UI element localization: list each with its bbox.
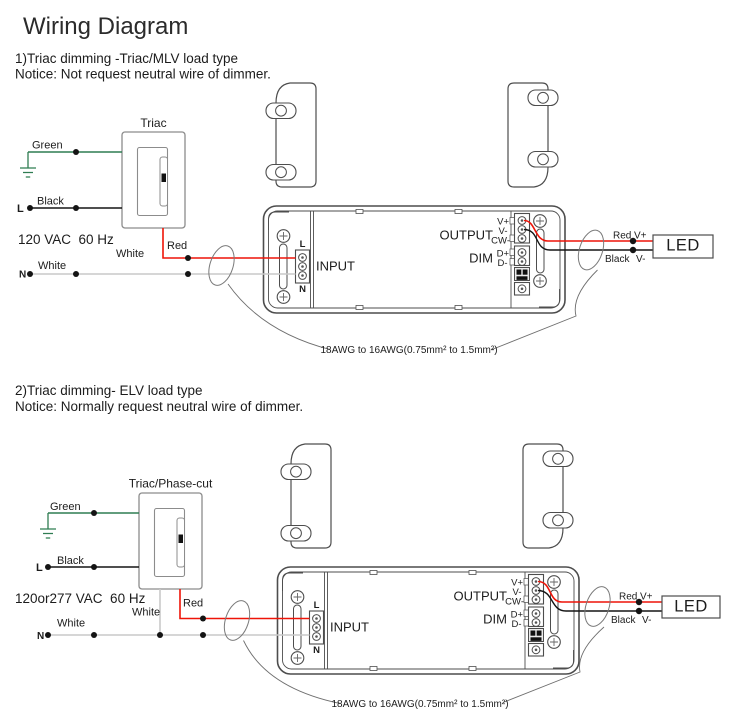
terminal-v-minus: V- — [499, 226, 508, 237]
supply-rating-label: 120 VAC 60 Hz — [18, 232, 114, 247]
cable-clamp-ellipse — [579, 582, 616, 631]
driver-input-n: N — [313, 645, 320, 656]
driver-dim-label: DIM — [469, 251, 493, 266]
led-v-minus-label: V- — [642, 615, 651, 626]
red-wire-label: Red — [183, 598, 203, 610]
red-led-wire — [537, 580, 662, 603]
terminal-v-minus: V- — [513, 587, 522, 598]
diagram2-labels: Green Black L 120or277 VAC 60 Hz Red Whi… — [15, 501, 653, 656]
wires-output-side — [537, 580, 662, 615]
line-terminal-label: L — [17, 203, 24, 215]
green-wire-label: Green — [50, 501, 81, 513]
led-v-minus-label: V- — [636, 254, 645, 265]
black-wire-label: Black — [57, 555, 84, 567]
wire-gauge-note: 18AWG to 16AWG(0.75mm² to 1.5mm²) — [320, 345, 497, 356]
triac-dimmer-switch — [121, 131, 186, 229]
note-leader-left — [243, 640, 341, 704]
led-load-box — [661, 595, 721, 619]
green-wire-label: Green — [32, 140, 63, 152]
led-load-label: LED — [674, 598, 708, 616]
note-leader-right — [491, 269, 598, 350]
line-terminal-label: L — [36, 562, 43, 574]
dimmer-label: Triac — [140, 116, 166, 130]
driver-input-l: L — [314, 600, 320, 611]
black-wire-label: Black — [37, 196, 64, 208]
mounting-plate-left — [265, 82, 317, 188]
diagram1-heading: 1)Triac dimming -Triac/MLV load type — [15, 51, 238, 66]
white-wire-label: White — [38, 260, 66, 272]
black-led-wire — [537, 589, 662, 612]
driver-output-label: OUTPUT — [440, 228, 494, 243]
junction-dots — [27, 149, 191, 277]
cable-clamp-ellipse — [203, 241, 240, 290]
red-wire-label: Red — [613, 231, 631, 242]
white-wire-label: White — [116, 248, 144, 260]
wires-output-side — [523, 219, 653, 254]
diagram-2: 2)Triac dimming- ELV load type Notice: N… — [15, 383, 721, 710]
black-led-wire — [523, 228, 653, 251]
red-wire-label: Red — [619, 592, 637, 603]
driver-output-label: OUTPUT — [454, 589, 508, 604]
note-leader-right — [502, 626, 605, 703]
white-wire-label: White — [132, 607, 160, 619]
diagram2-heading: 2)Triac dimming- ELV load type — [15, 383, 203, 398]
led-v-plus-label: V+ — [634, 231, 647, 242]
note-leader-left — [227, 283, 331, 350]
neutral-terminal-label: N — [37, 631, 44, 642]
mounting-plate-right — [522, 443, 574, 549]
terminal-cw-minus: CW- — [491, 236, 510, 247]
diagram1-notice: Notice: Not request neutral wire of dimm… — [15, 67, 271, 82]
red-led-wire — [523, 219, 653, 242]
neutral-terminal-label: N — [19, 270, 26, 281]
triac-dimmer-switch — [138, 492, 203, 590]
black-wire-label: Black — [605, 254, 630, 265]
diagram1-labels: Green Black L 120 VAC 60 Hz Red White Wh… — [17, 140, 647, 296]
driver-input-label: INPUT — [330, 620, 369, 635]
terminal-d-minus: D- — [497, 258, 507, 269]
red-wire-label: Red — [167, 240, 187, 252]
black-wire-label: Black — [611, 615, 636, 626]
junction-dots — [635, 598, 643, 615]
wires-input-side — [39, 510, 310, 638]
red-dimmed-hot-wire — [162, 228, 296, 259]
diagram2-notice: Notice: Normally request neutral wire of… — [15, 399, 303, 414]
led-driver-unit — [276, 566, 580, 675]
led-v-plus-label: V+ — [640, 592, 653, 603]
driver-input-label: INPUT — [316, 259, 355, 274]
led-driver-unit — [262, 205, 566, 314]
junction-dots — [45, 510, 206, 638]
led-load-box — [652, 234, 714, 259]
page-title: Wiring Diagram — [23, 13, 188, 40]
terminal-d-plus: D+ — [511, 610, 524, 621]
driver-input-n: N — [299, 284, 306, 295]
driver-dim-label: DIM — [483, 612, 507, 627]
dimmer-label: Triac/Phase-cut — [129, 477, 213, 491]
terminal-d-minus: D- — [511, 619, 521, 630]
terminal-cw-minus: CW- — [505, 597, 524, 608]
cable-clamp-ellipse — [219, 596, 255, 645]
red-dimmed-hot-wire — [179, 589, 310, 620]
driver-input-l: L — [300, 239, 306, 250]
wires-input-side — [19, 149, 296, 277]
terminal-v-plus: V+ — [497, 217, 509, 228]
junction-dots — [629, 237, 637, 254]
supply-rating-label: 120or277 VAC 60 Hz — [15, 591, 146, 606]
mounting-plate-right — [507, 82, 559, 188]
led-load-label: LED — [666, 237, 700, 255]
wire-gauge-note: 18AWG to 16AWG(0.75mm² to 1.5mm²) — [331, 699, 508, 710]
mounting-plate-left — [280, 443, 332, 549]
white-wire-label: White — [57, 618, 85, 630]
diagram-1: 1)Triac dimming -Triac/MLV load type Not… — [15, 51, 714, 356]
terminal-v-plus: V+ — [511, 578, 523, 589]
terminal-d-plus: D+ — [497, 249, 510, 260]
